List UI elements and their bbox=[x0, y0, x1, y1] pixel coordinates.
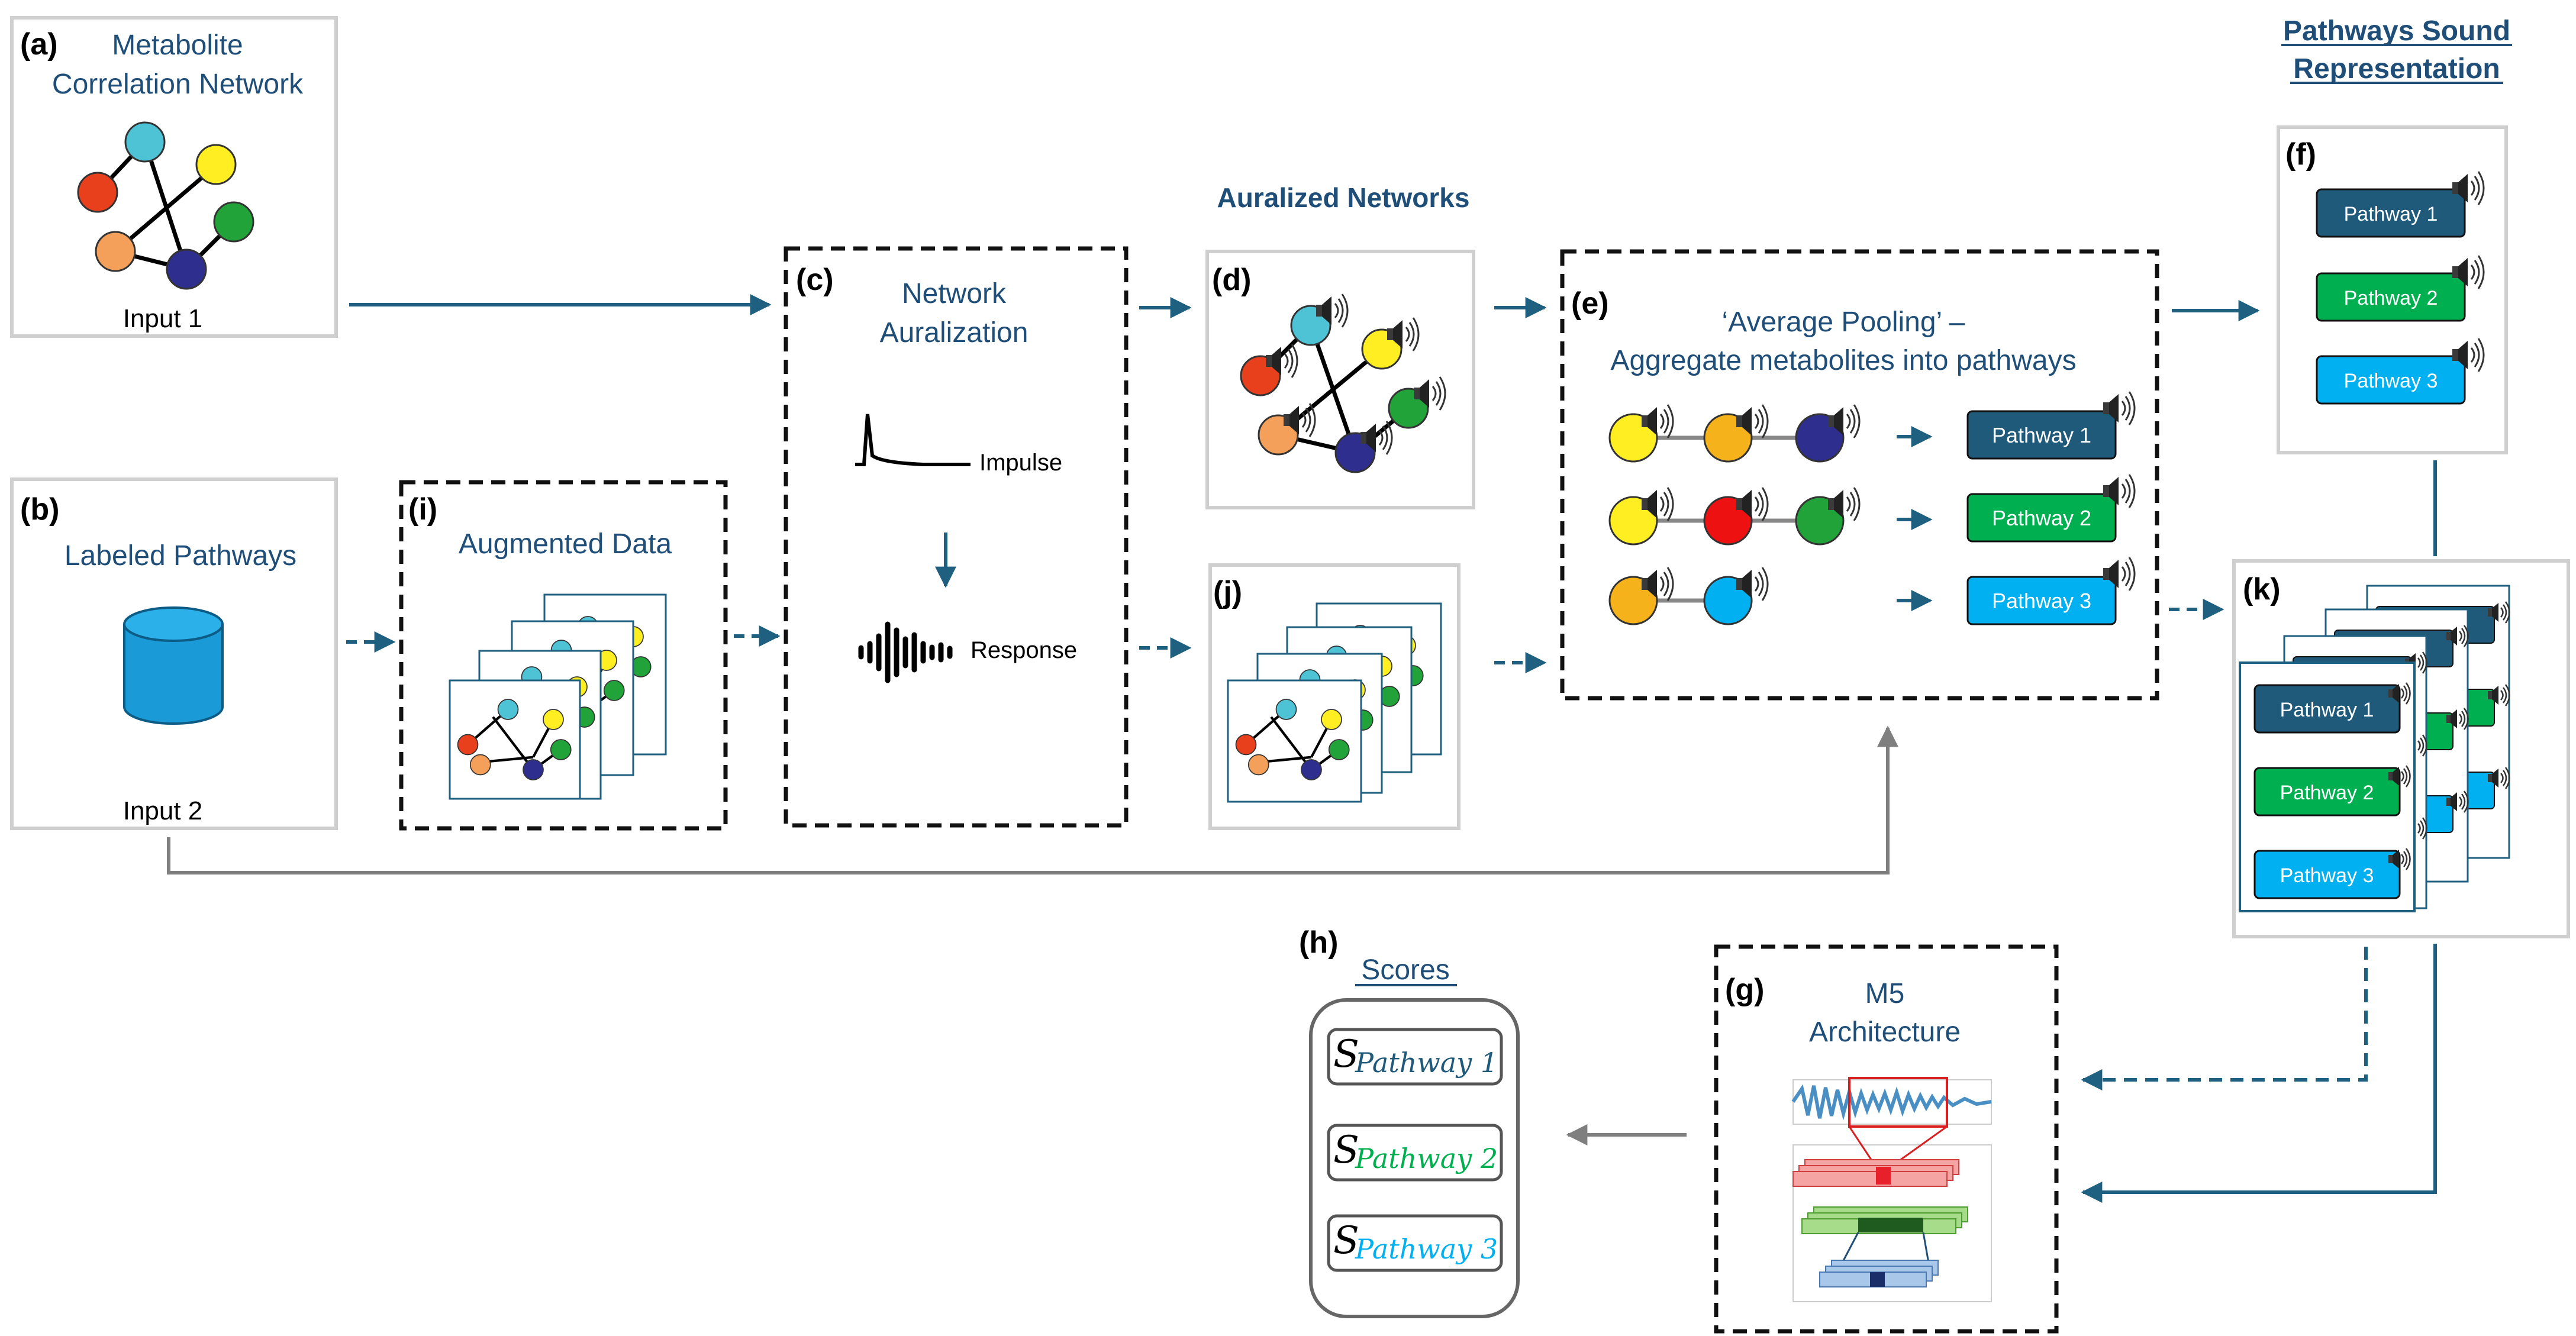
panel-d: (d) bbox=[1205, 250, 1475, 509]
panel-e-title-line2: Aggregate metabolites into pathways bbox=[1610, 345, 2076, 376]
panel-d-letter: (d) bbox=[1212, 263, 1251, 297]
pooled-pathway-3-box bbox=[1966, 576, 2117, 625]
panel-j-letter: (j) bbox=[1213, 575, 1242, 609]
panel-g-frame bbox=[1714, 944, 2059, 1334]
response-waveform-icon bbox=[858, 621, 953, 683]
arrow-k-to-g bbox=[2081, 947, 2368, 1090]
pooled-pathway-1-box bbox=[1966, 410, 2117, 460]
flow-arrows bbox=[167, 294, 2437, 1203]
augmented-auralized-stack bbox=[1227, 602, 1442, 803]
panel-a-title-line1: Metabolite bbox=[112, 30, 243, 61]
panel-i-letter: (i) bbox=[408, 492, 437, 527]
panel-e: (e) ‘Average Pooling’ – Aggregate metabo… bbox=[1560, 249, 2159, 701]
m5-architecture-graphic bbox=[1791, 1077, 1992, 1302]
panel-c-frame bbox=[784, 246, 1129, 828]
panel-i-frame bbox=[399, 480, 728, 831]
sound-pathway-1-label: Pathway 1 bbox=[2344, 203, 2438, 225]
pooling-row-3: Pathway 3 bbox=[1608, 556, 2136, 625]
panel-b: (b) Labeled Pathways Input 2 bbox=[10, 477, 338, 830]
response-label: Response bbox=[971, 637, 1077, 663]
pooled-pathway-2-box bbox=[1966, 493, 2117, 543]
panel-b-caption: Input 2 bbox=[123, 796, 203, 825]
panel-f-letter: (f) bbox=[2285, 137, 2316, 172]
panel-h: (h) Scores S Pathway 1 S Pathway 2 S Pat… bbox=[1299, 925, 1520, 1318]
pooled-pathway-3-label: Pathway 3 bbox=[1992, 589, 2091, 613]
heading-pathways-sound-line1: Pathways Sound bbox=[2283, 15, 2510, 47]
panel-a-caption: Input 1 bbox=[123, 304, 203, 333]
sound-pathway-1-box bbox=[2316, 188, 2466, 238]
pooled-pathway-2-label: Pathway 2 bbox=[1992, 506, 2091, 530]
heading-pathways-sound: Pathways Sound Representation bbox=[2281, 15, 2512, 85]
auralized-network-graph bbox=[1240, 293, 1446, 473]
panel-g-title-line1: M5 bbox=[1865, 978, 1905, 1009]
panel-e-letter: (e) bbox=[1571, 286, 1609, 321]
panel-k: (k) Pathway bbox=[2232, 559, 2570, 938]
sound-pathway-3-label: Pathway 3 bbox=[2344, 370, 2438, 392]
panel-a-title-line2: Correlation Network bbox=[52, 69, 304, 100]
panel-g: (g) M5 Architecture bbox=[1714, 944, 2059, 1334]
pathway-sound-stack: Pathway 1 Pathway 2 Pathway 3 bbox=[2239, 585, 2510, 912]
panel-i-title: Augmented Data bbox=[459, 528, 672, 560]
score-pathway-2-sub: Pathway 2 bbox=[1355, 1143, 1498, 1174]
panel-h-letter: (h) bbox=[1299, 925, 1338, 960]
panel-g-letter: (g) bbox=[1725, 973, 1764, 1007]
metabolite-network-graph bbox=[77, 121, 254, 290]
pooled-pathway-1-label: Pathway 1 bbox=[1992, 423, 2091, 447]
panel-a-frame bbox=[10, 16, 338, 338]
augmented-network-stack bbox=[449, 593, 667, 800]
stack-pathway-3-label: Pathway 3 bbox=[2280, 864, 2374, 887]
panel-e-title-line1: ‘Average Pooling’ – bbox=[1722, 306, 1965, 338]
panel-c-title-line2: Auralization bbox=[880, 317, 1029, 348]
score-pathway-3-sub: Pathway 3 bbox=[1355, 1233, 1498, 1265]
score-symbol: S bbox=[1333, 1128, 1359, 1172]
score-pathway-1 bbox=[1327, 1028, 1503, 1086]
score-pathway-2 bbox=[1327, 1124, 1503, 1182]
heading-pathways-sound-line2: Representation bbox=[2293, 53, 2500, 85]
sound-pathway-3-box bbox=[2316, 355, 2466, 405]
sound-pathway-2-box bbox=[2316, 272, 2466, 322]
pooling-row-2: Pathway 2 bbox=[1608, 473, 2136, 546]
panel-i: (i) Augmented Data bbox=[399, 480, 728, 831]
score-pathway-1-sub: Pathway 1 bbox=[1355, 1047, 1498, 1079]
panel-f: (f) Pathway 1 Pathway 2 Pathway 3 bbox=[2277, 125, 2508, 454]
panel-c: (c) Network Auralization Impulse Respons… bbox=[784, 246, 1129, 828]
panel-e-frame bbox=[1560, 249, 2159, 701]
score-pathway-3 bbox=[1327, 1214, 1503, 1272]
arrow-b-to-e bbox=[167, 725, 1898, 874]
pooling-row-1: Pathway 1 bbox=[1608, 391, 2136, 463]
score-symbol: S bbox=[1333, 1219, 1359, 1263]
panel-c-letter: (c) bbox=[796, 263, 834, 297]
panel-j: (j) bbox=[1208, 563, 1461, 830]
score-symbol: S bbox=[1333, 1032, 1359, 1076]
sound-pathway-2-label: Pathway 2 bbox=[2344, 287, 2438, 309]
panel-h-title: Scores bbox=[1361, 954, 1449, 986]
stack-pathway-2-label: Pathway 2 bbox=[2280, 782, 2374, 804]
panel-b-title: Labeled Pathways bbox=[65, 540, 296, 572]
panel-a-letter: (a) bbox=[20, 27, 58, 62]
panel-a: (a) Metabolite Correlation Network Input… bbox=[10, 16, 338, 338]
heading-auralized-networks: Auralized Networks bbox=[1217, 182, 1470, 213]
impulse-label: Impulse bbox=[979, 450, 1062, 476]
impulse-waveform-icon bbox=[855, 414, 971, 466]
panel-b-letter: (b) bbox=[20, 492, 59, 527]
panel-g-title-line2: Architecture bbox=[1809, 1016, 1961, 1048]
database-cylinder-icon bbox=[123, 606, 224, 725]
panel-c-title-line1: Network bbox=[902, 278, 1007, 309]
panel-k-letter: (k) bbox=[2243, 572, 2281, 606]
stack-pathway-1-label: Pathway 1 bbox=[2280, 699, 2374, 721]
arrow-f-to-g bbox=[2081, 944, 2437, 1203]
